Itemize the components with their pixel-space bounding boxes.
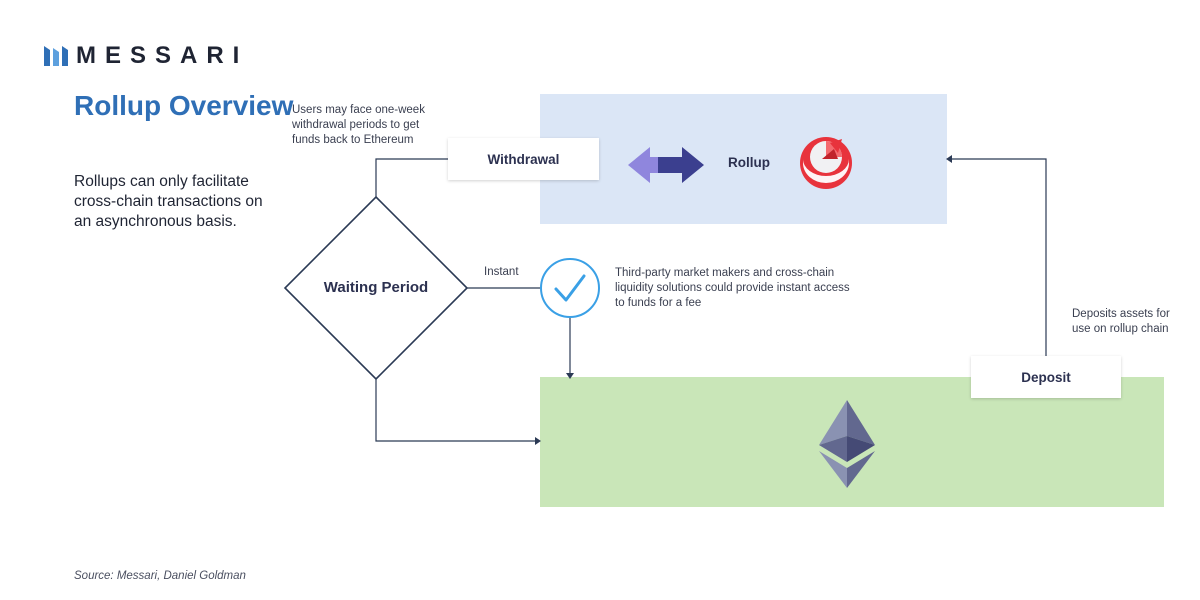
- withdrawal-label: Withdrawal: [487, 151, 560, 167]
- source-citation: Source: Messari, Daniel Goldman: [74, 570, 246, 582]
- page-subtitle: Rollups can only facilitate cross-chain …: [74, 173, 263, 230]
- deposit-to-rollup-line: [951, 158, 1047, 357]
- messari-logo-icon: [44, 46, 68, 66]
- arrowhead-check-down: [566, 373, 574, 379]
- ethereum-icon: [819, 400, 875, 488]
- instant-label: Instant: [484, 266, 519, 278]
- waiting-period-diamond: [283, 195, 469, 381]
- third-party-note: Third-party market makers and cross-chai…: [615, 267, 850, 309]
- rollup-panel: [540, 94, 947, 224]
- deposit-box: Deposit: [971, 356, 1121, 398]
- withdrawal-to-waiting-line: [375, 158, 448, 197]
- checkmark-circle-icon: [540, 258, 600, 318]
- swap-arrows-icon: [628, 147, 704, 183]
- withdrawal-box: Withdrawal: [448, 138, 599, 180]
- waiting-to-ethereum-line: [375, 379, 536, 442]
- deposit-label: Deposit: [1021, 369, 1071, 385]
- rollup-label: Rollup: [728, 155, 770, 170]
- waiting-period-label: Waiting Period: [323, 279, 429, 296]
- optimism-rollup-icon: [800, 137, 852, 189]
- withdrawal-note: Users may face one-week withdrawal perio…: [292, 104, 425, 146]
- deposit-note: Deposits assets for use on rollup chain: [1072, 308, 1170, 335]
- arrowhead-rollup: [946, 155, 952, 163]
- arrowhead-ethereum: [535, 437, 541, 445]
- page-title: Rollup Overview: [74, 90, 294, 121]
- brand-name: MESSARI: [76, 42, 249, 69]
